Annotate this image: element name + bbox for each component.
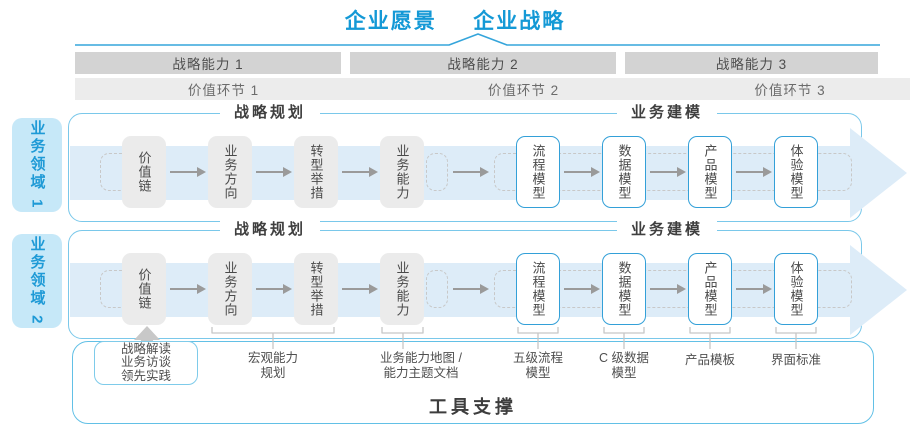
- step-box-biz-direction: 业务方向: [208, 136, 252, 208]
- arrow-right-icon: [736, 284, 772, 294]
- dashed-capsule: [494, 153, 852, 191]
- tool-support-label: 工具支撑: [429, 397, 517, 417]
- section-header-planning-1: 战略规划: [219, 104, 321, 122]
- step-box-biz-direction: 业务方向: [208, 253, 252, 325]
- practice-box: 战略解读 业务访谈 领先实践: [94, 341, 198, 385]
- domain-label-1: 业务领域 1: [12, 118, 62, 212]
- arrow-right-icon: [650, 284, 686, 294]
- arrow-right-icon: [736, 167, 772, 177]
- step-box-biz-capability: 业务能力: [380, 136, 424, 208]
- step-box-biz-capability: 业务能力: [380, 253, 424, 325]
- arrow-right-icon: [564, 284, 600, 294]
- step-box-product-model: 产品模型: [688, 253, 732, 325]
- section-header-modeling-1: 业务建模: [616, 104, 718, 122]
- step-box-value-chain: 价值链: [122, 253, 166, 325]
- page-title: 企业愿景 企业战略: [0, 5, 910, 35]
- domain-label-2: 业务领域 2: [12, 234, 62, 328]
- arrow-right-icon: [453, 284, 489, 294]
- output-process-model: 五级流程 模型: [512, 351, 564, 380]
- arrow-right-icon: [170, 284, 206, 294]
- step-box-product-model: 产品模型: [688, 136, 732, 208]
- roof-line: [75, 33, 880, 46]
- step-box-transformation: 转型举措: [294, 253, 338, 325]
- arrow-right-icon: [650, 167, 686, 177]
- value-link-2: 价值环节 2: [352, 78, 695, 100]
- step-box-process-model: 流程模型: [516, 253, 560, 325]
- output-capability-map: 业务能力地图 / 能力主题文档: [380, 351, 462, 380]
- capability-bar-3: 战略能力 3: [625, 52, 878, 74]
- output-data-model: C 级数据 模型: [598, 351, 650, 380]
- output-macro-capability: 宏观能力 规划: [247, 351, 299, 380]
- capability-bar-1: 战略能力 1: [75, 52, 341, 74]
- step-box-data-model: 数据模型: [602, 253, 646, 325]
- arrow-right-icon: [170, 167, 206, 177]
- dashed-capsule: [426, 270, 448, 308]
- arrow-right-icon: [564, 167, 600, 177]
- value-link-1: 价值环节 1: [75, 78, 396, 100]
- section-header-modeling-2: 业务建模: [616, 221, 718, 239]
- vision-title: 企业愿景: [344, 10, 437, 33]
- arrow-right-icon: [342, 167, 378, 177]
- step-box-experience-model: 体验模型: [774, 136, 818, 208]
- tool-support-container: [72, 341, 874, 424]
- strategy-title: 企业战略: [473, 10, 566, 33]
- output-product-template: 产品模板: [684, 353, 736, 367]
- dashed-capsule: [494, 270, 852, 308]
- arrow-right-icon: [256, 167, 292, 177]
- section-header-planning-2: 战略规划: [219, 221, 321, 239]
- step-box-process-model: 流程模型: [516, 136, 560, 208]
- arrow-right-icon: [342, 284, 378, 294]
- step-box-transformation: 转型举措: [294, 136, 338, 208]
- arrow-right-icon: [453, 167, 489, 177]
- step-box-data-model: 数据模型: [602, 136, 646, 208]
- step-box-experience-model: 体验模型: [774, 253, 818, 325]
- output-ui-standard: 界面标准: [770, 353, 822, 367]
- dashed-capsule: [426, 153, 448, 191]
- value-link-3: 价值环节 3: [627, 78, 910, 100]
- arrow-right-icon: [256, 284, 292, 294]
- capability-bar-2: 战略能力 2: [350, 52, 616, 74]
- step-box-value-chain: 价值链: [122, 136, 166, 208]
